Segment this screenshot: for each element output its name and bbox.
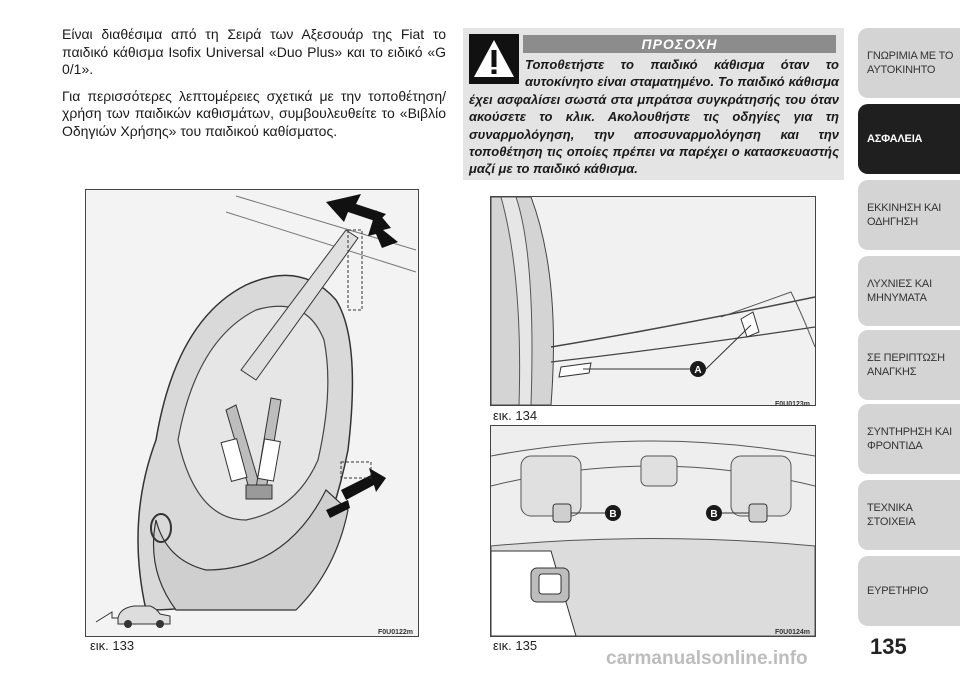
figure-135-caption: εικ. 135 <box>493 638 538 653</box>
figure-133-child-seat <box>85 189 419 637</box>
marker-b-left: B <box>609 509 616 520</box>
warning-box: ΠΡΟΣΟΧΗ Τοποθετήστε το παιδικό κάθισμα ό… <box>463 28 844 180</box>
figure-134-code: F0U0123m <box>775 401 811 408</box>
warning-triangle-icon <box>469 34 519 84</box>
watermark: carmanualsonline.info <box>606 648 808 669</box>
figure-135-isofix: B B <box>490 425 816 637</box>
warning-text-block: Τοποθετήστε το παιδικό κάθισμα όταν το α… <box>469 56 839 178</box>
figure-135-code: F0U0124m <box>775 629 811 636</box>
tab-index[interactable]: ΕΥΡΕΤΗΡΙΟ <box>858 556 960 626</box>
warning-title: ΠΡΟΣΟΧΗ <box>523 35 836 53</box>
tab-technical-data[interactable]: ΤΕΧΝΙΚΑ ΣΤΟΙΧΕΙΑ <box>858 480 960 550</box>
warning-text: Τοποθετήστε το παιδικό κάθισμα όταν το α… <box>469 57 839 177</box>
details-paragraph: Για περισσότερες λεπτομέρειες σχετικά με… <box>62 87 446 139</box>
intro-paragraph: Είναι διαθέσιμα από τη Σειρά των Αξεσουά… <box>62 26 446 77</box>
marker-b-right: B <box>710 509 717 520</box>
figure-134-caption: εικ. 134 <box>493 408 538 423</box>
marker-a: A <box>694 365 701 376</box>
figure-133-caption: εικ. 133 <box>90 638 135 653</box>
body-text: Είναι διαθέσιμα από τη Σειρά των Αξεσουά… <box>62 26 446 149</box>
figure-134-anchorage: A <box>490 196 816 406</box>
tab-safety[interactable]: ΑΣΦΑΛΕΙΑ <box>858 104 960 174</box>
figure-133-code: F0U0122m <box>378 629 414 636</box>
page-number: 135 <box>870 634 907 659</box>
